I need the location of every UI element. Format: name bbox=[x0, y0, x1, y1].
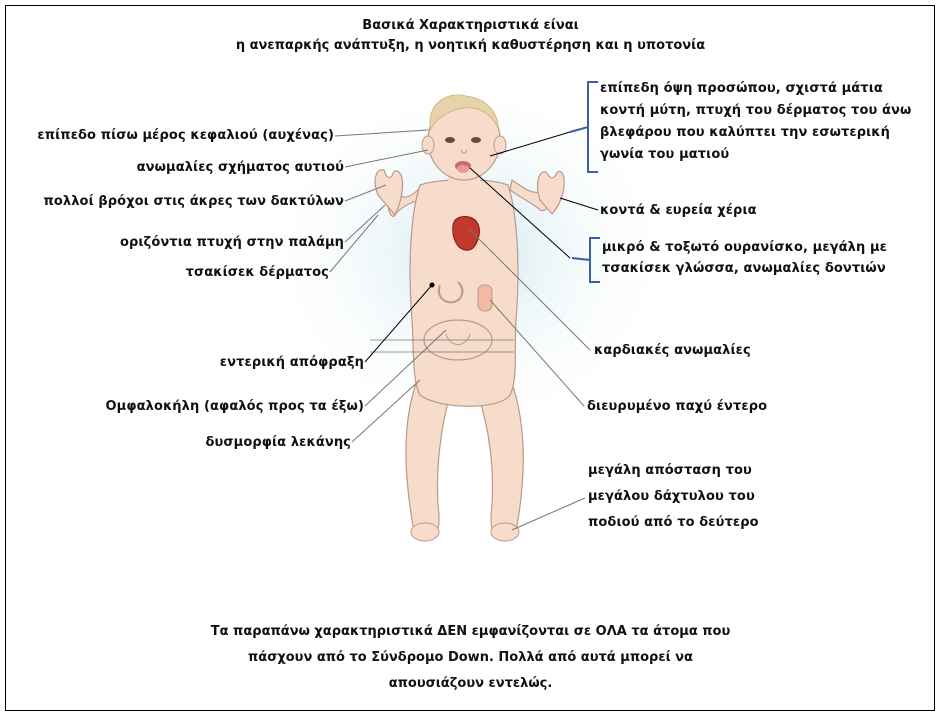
label-finger-loops: πολλοί βρόχοι στις άκρες των δακτύλων bbox=[43, 192, 344, 211]
left-eye bbox=[445, 137, 455, 143]
footer-line-3: απουσιάζουν εντελώς. bbox=[0, 671, 941, 697]
torso bbox=[410, 180, 518, 407]
toe-line-1: μεγάλη απόσταση του bbox=[588, 458, 759, 484]
footer-note: Τα παραπάνω χαρακτηριστικά ΔΕΝ εμφανίζον… bbox=[0, 619, 941, 697]
leader-intestine-dot bbox=[430, 283, 435, 288]
mouth-line-2: τσακίσεκ γλώσσα, ανωμαλίες δοντιών bbox=[602, 258, 887, 279]
colon-organ bbox=[478, 285, 492, 311]
label-palm-crease: οριζόντια πτυχή στην παλάμη bbox=[120, 233, 344, 252]
leader-toe bbox=[512, 498, 585, 530]
face-line-4: γωνία του ματιού bbox=[600, 144, 911, 166]
right-eye bbox=[471, 137, 481, 143]
footer-line-2: πάσχουν από το Σύνδρομο Down. Πολλά από … bbox=[0, 645, 941, 671]
label-toe-gap: μεγάλη απόσταση του μεγάλου δάχτυλου του… bbox=[588, 458, 759, 536]
label-umbilical-hernia: Ομφαλοκήλη (αφαλός προς τα έξω) bbox=[106, 397, 365, 416]
label-flat-back-head: επίπεδο πίσω μέρος κεφαλιού (αυχένας) bbox=[37, 126, 334, 145]
label-hands: κοντά & ευρεία χέρια bbox=[600, 201, 757, 220]
left-foot bbox=[411, 523, 439, 541]
mouth-line-1: μικρό & τοξωτό ουρανίσκο, μεγάλη με bbox=[602, 237, 887, 258]
toe-line-2: μεγάλου δάχτυλου του bbox=[588, 484, 759, 510]
face-line-2: κοντή μύτη, πτυχή του δέρματος του άνω bbox=[600, 100, 911, 122]
label-skin-folds: τσακίσεκ δέρματος bbox=[186, 263, 329, 282]
label-colon: διευρυμένο παχύ έντερο bbox=[587, 397, 767, 416]
footer-line-1: Τα παραπάνω χαρακτηριστικά ΔΕΝ εμφανίζον… bbox=[0, 619, 941, 645]
label-mouth-features: μικρό & τοξωτό ουρανίσκο, μεγάλη με τσακ… bbox=[602, 237, 887, 279]
label-intestinal-blockage: εντερική απόφραξη bbox=[220, 353, 364, 372]
toe-line-3: ποδιού από το δεύτερο bbox=[588, 510, 759, 536]
face-line-3: βλεφάρου που καλύπτει την εσωτερική bbox=[600, 122, 911, 144]
label-pelvis-malformation: δυσμορφία λεκάνης bbox=[206, 433, 351, 452]
right-foot bbox=[491, 523, 519, 541]
label-face-features: επίπεδη όψη προσώπου, σχιστά μάτια κοντή… bbox=[600, 78, 911, 166]
tongue bbox=[457, 165, 469, 173]
label-ear-shape: ανωμαλίες σχήματος αυτιού bbox=[137, 158, 344, 177]
label-heart: καρδιακές ανωμαλίες bbox=[594, 341, 751, 360]
face-line-1: επίπεδη όψη προσώπου, σχιστά μάτια bbox=[600, 78, 911, 100]
